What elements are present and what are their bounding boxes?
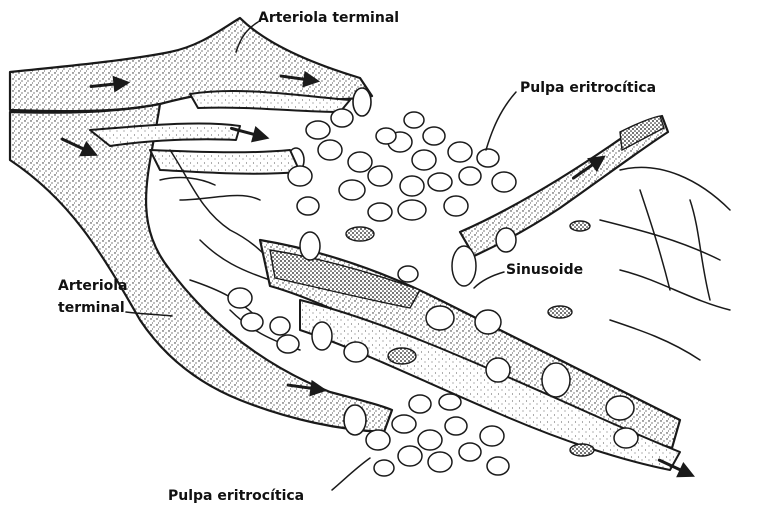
- upper-arteriole: [10, 18, 372, 116]
- label-arteriola-left-line2: terminal: [58, 300, 125, 316]
- label-sinusoide: Sinusoide: [506, 262, 583, 278]
- label-arteriola-left-line1: Arteriola: [58, 278, 128, 294]
- upper-arteriole-opening: [353, 88, 371, 116]
- label-pulpa-top: Pulpa eritrocítica: [520, 80, 656, 96]
- sinusoid-branch: [460, 116, 668, 256]
- label-arteriola-top: Arteriola terminal: [258, 10, 399, 26]
- right-meshwork: [600, 167, 730, 360]
- upper-cell-cluster: [288, 109, 516, 221]
- lower-arteriole-opening: [344, 405, 366, 435]
- label-pulpa-bottom: Pulpa eritrocítica: [168, 488, 304, 504]
